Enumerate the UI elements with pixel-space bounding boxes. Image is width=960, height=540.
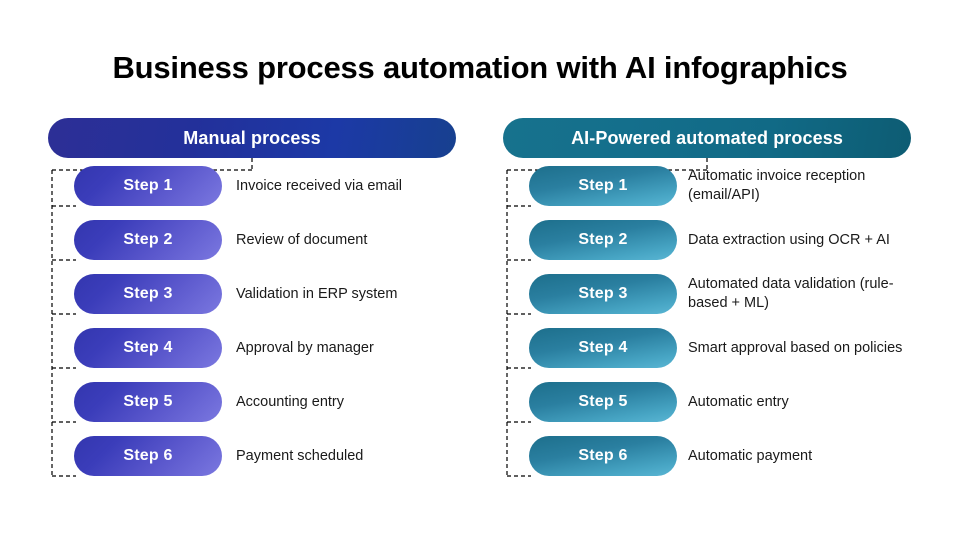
manual-steps-list: Step 1 Invoice received via email Step 2… [74, 166, 458, 490]
ai-step-3-description: Automated data validation (rule-based + … [688, 276, 894, 311]
manual-step-1-label: Step 1 [123, 177, 173, 194]
manual-process-header[interactable]: Manual process [48, 118, 456, 158]
manual-step-3-pill[interactable]: Step 3 [74, 274, 222, 314]
ai-steps-list: Step 1 Automatic invoice reception (emai… [529, 166, 913, 490]
list-item[interactable]: Step 3 Validation in ERP system [74, 274, 458, 314]
manual-step-6-description: Payment scheduled [236, 447, 364, 464]
list-item[interactable]: Step 6 Automatic payment [529, 436, 913, 476]
manual-step-2-description: Review of document [236, 231, 368, 248]
ai-step-5-pill[interactable]: Step 5 [529, 382, 677, 422]
list-item[interactable]: Step 1 Invoice received via email [74, 166, 458, 206]
ai-step-2-pill[interactable]: Step 2 [529, 220, 677, 260]
ai-step-2-label: Step 2 [578, 231, 628, 248]
ai-step-3-label: Step 3 [578, 285, 628, 302]
manual-step-1-description: Invoice received via email [236, 177, 403, 194]
manual-step-5-description: Accounting entry [236, 393, 345, 410]
manual-process-header-label: Manual process [183, 127, 321, 148]
manual-step-4-label: Step 4 [123, 339, 173, 356]
list-item[interactable]: Step 4 Approval by manager [74, 328, 458, 368]
page-title: Business process automation with AI info… [112, 50, 848, 85]
list-item[interactable]: Step 6 Payment scheduled [74, 436, 458, 476]
ai-step-3-pill[interactable]: Step 3 [529, 274, 677, 314]
manual-step-2-pill[interactable]: Step 2 [74, 220, 222, 260]
ai-step-6-label: Step 6 [578, 447, 628, 464]
manual-process-column: Manual process Step 1 Invoice received v… [48, 118, 458, 477]
ai-process-header-label: AI-Powered automated process [571, 127, 843, 148]
ai-step-1-description: Automatic invoice reception (email/API) [688, 168, 866, 203]
ai-step-1-label: Step 1 [578, 177, 628, 194]
ai-step-4-label: Step 4 [578, 339, 628, 356]
list-item[interactable]: Step 1 Automatic invoice reception (emai… [529, 166, 913, 206]
ai-step-4-description: Smart approval based on policies [688, 339, 903, 356]
manual-step-5-label: Step 5 [123, 393, 173, 410]
manual-step-6-pill[interactable]: Step 6 [74, 436, 222, 476]
manual-step-5-pill[interactable]: Step 5 [74, 382, 222, 422]
list-item[interactable]: Step 4 Smart approval based on policies [529, 328, 913, 368]
list-item[interactable]: Step 5 Automatic entry [529, 382, 913, 422]
manual-step-3-label: Step 3 [123, 285, 173, 302]
list-item[interactable]: Step 3 Automated data validation (rule-b… [529, 274, 913, 314]
ai-step-2-description: Data extraction using OCR + AI [688, 231, 890, 248]
ai-process-column: AI-Powered automated process Step 1 Auto… [503, 118, 913, 477]
list-item[interactable]: Step 2 Review of document [74, 220, 458, 260]
ai-process-header[interactable]: AI-Powered automated process [503, 118, 911, 158]
list-item[interactable]: Step 2 Data extraction using OCR + AI [529, 220, 913, 260]
manual-step-3-description: Validation in ERP system [236, 285, 398, 302]
ai-step-6-pill[interactable]: Step 6 [529, 436, 677, 476]
manual-step-6-label: Step 6 [123, 447, 173, 464]
ai-step-5-label: Step 5 [578, 393, 628, 410]
ai-step-4-pill[interactable]: Step 4 [529, 328, 677, 368]
list-item[interactable]: Step 5 Accounting entry [74, 382, 458, 422]
ai-step-6-description: Automatic payment [688, 447, 813, 464]
manual-step-1-pill[interactable]: Step 1 [74, 166, 222, 206]
ai-step-1-pill[interactable]: Step 1 [529, 166, 677, 206]
ai-step-5-description: Automatic entry [688, 393, 789, 410]
manual-step-4-pill[interactable]: Step 4 [74, 328, 222, 368]
manual-step-4-description: Approval by manager [236, 339, 374, 356]
manual-step-2-label: Step 2 [123, 231, 173, 248]
